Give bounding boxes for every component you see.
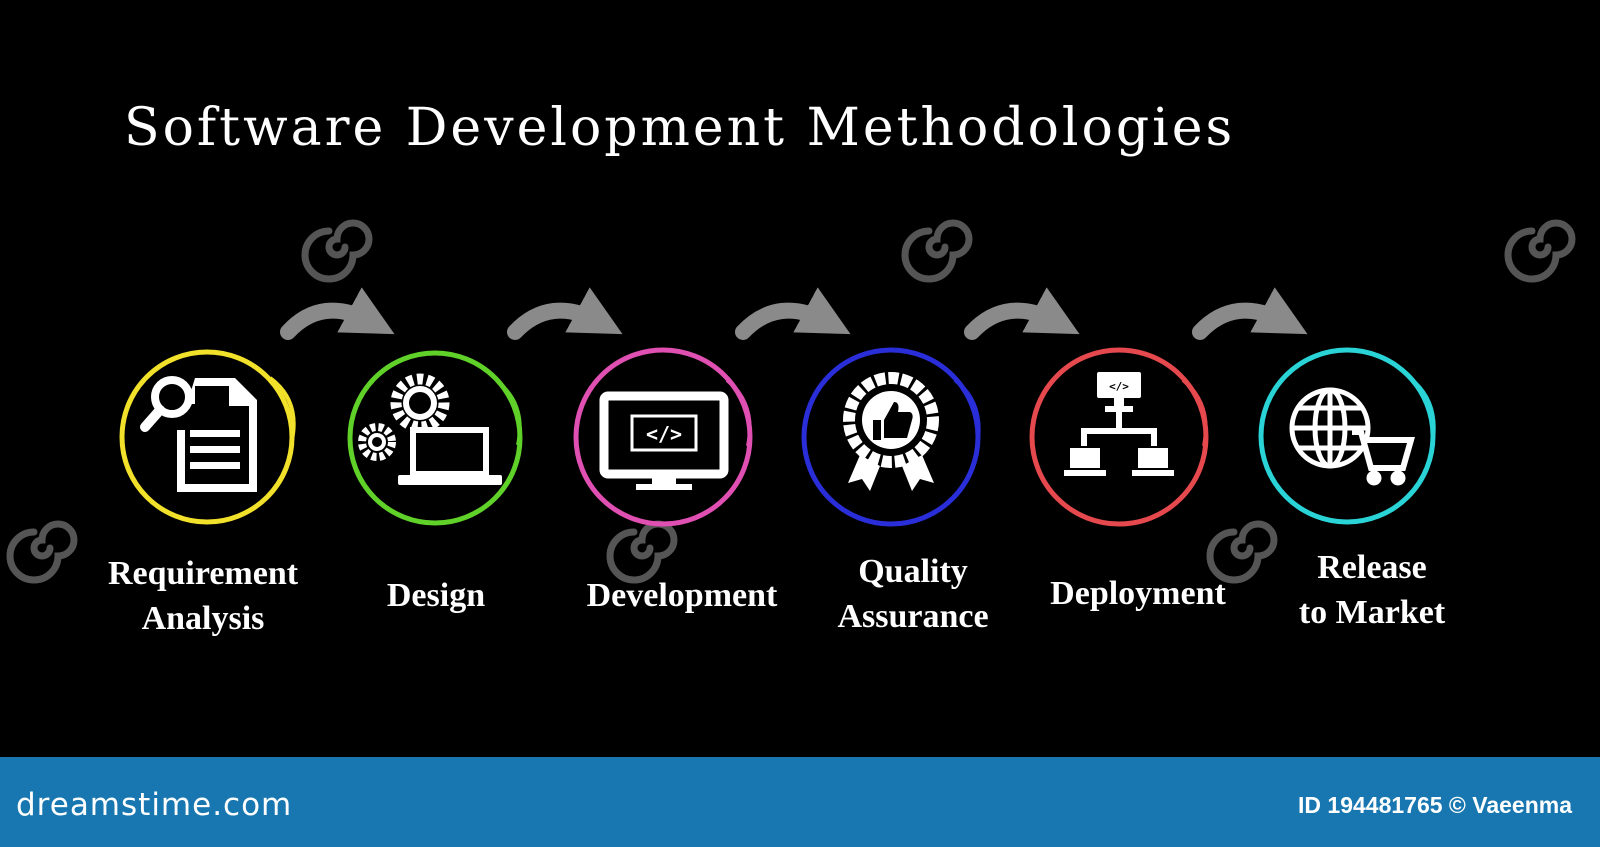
step-label-line: Requirement	[107, 555, 299, 592]
quality-badge-icon	[843, 372, 939, 491]
footer-image-id: ID 194481765 © Vaeenma	[1298, 792, 1572, 818]
globe-cart-icon	[1289, 387, 1415, 486]
diagram-artwork: </> </>	[6, 219, 1576, 584]
network-hierarchy-icon: </>	[1064, 372, 1174, 476]
watermark-spiral-icon	[1504, 219, 1576, 283]
step-design	[347, 350, 523, 526]
watermark-spiral-icon	[1206, 520, 1278, 584]
watermark-spiral-icon	[6, 520, 78, 584]
step-label-line: Deployment	[1050, 575, 1226, 612]
flow-arrow-5	[1192, 287, 1308, 340]
step-label-line: to Market	[1298, 594, 1446, 631]
code-monitor-icon: </>	[599, 391, 729, 490]
step-label-line: Assurance	[837, 598, 989, 635]
watermark-spiral-icon	[301, 219, 373, 283]
flow-arrow-3	[735, 287, 851, 340]
flow-arrow-2	[507, 287, 623, 340]
step-deployment: </>	[1029, 347, 1209, 527]
flow-arrow-4	[964, 287, 1080, 340]
watermark-spiral-icon	[606, 520, 678, 584]
diagram-title: Software Development Methodologies	[124, 98, 1236, 158]
step-label-quality-assurance: Quality Assurance	[837, 549, 988, 639]
watermark-spiral-icon	[901, 219, 973, 283]
step-label-requirement-analysis: Requirement Analysis	[108, 551, 298, 641]
flow-arrow-1	[280, 287, 395, 340]
gears-laptop-icon	[358, 373, 502, 485]
step-label-line: Quality	[858, 553, 968, 590]
document-search-icon	[140, 376, 257, 492]
step-development: </>	[573, 347, 753, 527]
step-label-development: Development	[587, 573, 778, 618]
step-label-design: Design	[387, 573, 485, 618]
footer-bar: dreamstime.com ID 194481765 © Vaeenma	[0, 757, 1600, 847]
step-label-deployment: Deployment	[1050, 571, 1226, 616]
step-label-release-to-market: Release to Market	[1299, 545, 1445, 635]
step-requirement-analysis	[119, 349, 296, 525]
step-label-line: Release	[1317, 549, 1427, 586]
svg-text:</>: </>	[646, 422, 682, 446]
svg-text:</>: </>	[1109, 380, 1129, 393]
footer-brand[interactable]: dreamstime.com	[16, 787, 293, 823]
step-release-to-market	[1258, 347, 1436, 525]
step-label-line: Design	[386, 577, 486, 614]
step-label-line: Development	[586, 577, 778, 614]
watermark-spirals	[6, 219, 1576, 584]
step-label-line: Analysis	[141, 600, 265, 637]
step-quality-assurance	[801, 347, 981, 527]
